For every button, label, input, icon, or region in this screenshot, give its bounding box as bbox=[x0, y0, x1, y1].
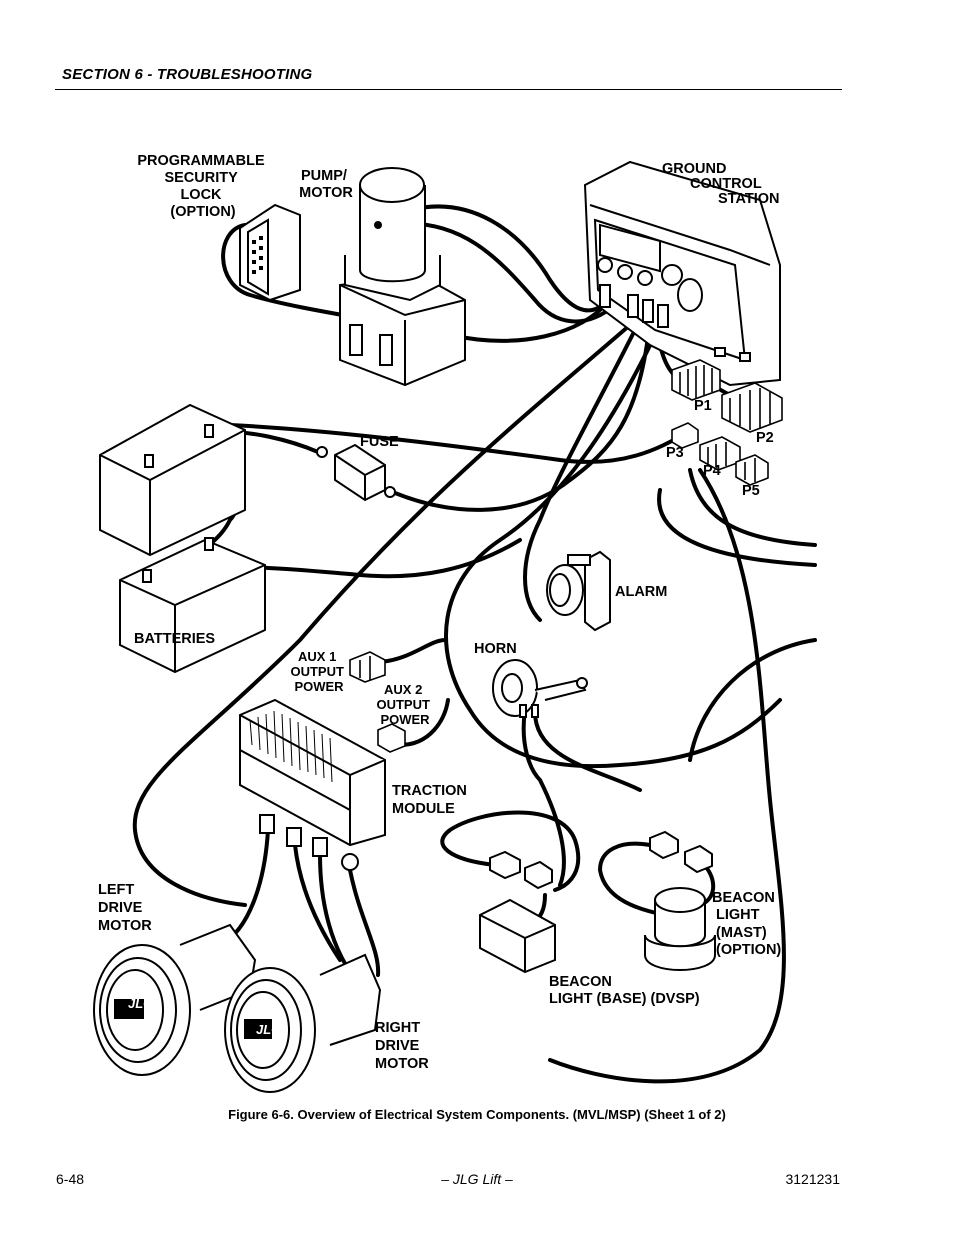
traction-module-icon bbox=[239, 698, 386, 871]
label-p5: P5 bbox=[742, 483, 760, 499]
aux2-connector-icon bbox=[377, 723, 406, 753]
page-number: 6-48 bbox=[56, 1171, 85, 1187]
label-aux2: AUX 2 OUTPUT POWER bbox=[376, 682, 433, 727]
label-fuse: FUSE bbox=[360, 434, 399, 450]
label-right-drive-motor: RIGHT DRIVE MOTOR bbox=[375, 1020, 429, 1072]
label-p2: P2 bbox=[756, 430, 774, 446]
label-p3: P3 bbox=[666, 445, 684, 461]
label-beacon-base: BEACON LIGHT (BASE) (DVSP) bbox=[549, 974, 700, 1007]
fuse-icon bbox=[316, 443, 396, 502]
label-p4: P4 bbox=[703, 463, 721, 479]
label-security-lock: PROGRAMMABLE SECURITY LOCK (OPTION) bbox=[137, 153, 268, 220]
label-beacon-mast: BEACON LIGHT (MAST) (OPTION) bbox=[712, 890, 781, 958]
header-rule bbox=[55, 89, 842, 90]
label-batteries: BATTERIES bbox=[134, 631, 215, 647]
connector-p3-icon bbox=[671, 422, 699, 449]
label-alarm: ALARM bbox=[615, 584, 667, 600]
label-p1: P1 bbox=[694, 398, 712, 414]
connector-p5-icon bbox=[735, 454, 769, 486]
right-drive-motor-icon bbox=[224, 953, 382, 1093]
footer-brand: – JLG Lift – bbox=[441, 1171, 513, 1187]
aux1-connector-icon bbox=[349, 651, 386, 683]
p-connectors bbox=[671, 359, 783, 486]
pump-motor-icon bbox=[339, 167, 466, 387]
right-motor-logo: JLG bbox=[256, 1022, 281, 1037]
label-ground-control-station: GROUND CONTROL STATION bbox=[662, 161, 779, 207]
section-header: SECTION 6 - TROUBLESHOOTING bbox=[62, 66, 313, 83]
label-aux1: AUX 1 OUTPUT POWER bbox=[290, 649, 347, 694]
label-horn: HORN bbox=[474, 641, 517, 657]
beacon-mast-icon bbox=[644, 830, 716, 971]
batteries-icon bbox=[99, 403, 266, 674]
document-number: 3121231 bbox=[785, 1171, 840, 1187]
ground-control-station-icon bbox=[583, 160, 781, 387]
horn-icon bbox=[492, 659, 588, 718]
connector-p2-icon bbox=[721, 382, 783, 433]
beacon-base-icon bbox=[479, 850, 556, 974]
component-labels: PROGRAMMABLE SECURITY LOCK (OPTION) PUMP… bbox=[98, 153, 781, 1072]
figure-caption: Figure 6-6. Overview of Electrical Syste… bbox=[228, 1107, 726, 1122]
connector-p1-icon bbox=[671, 359, 721, 401]
label-left-drive-motor: LEFT DRIVE MOTOR bbox=[98, 882, 152, 934]
label-traction-module: TRACTION MODULE bbox=[392, 783, 471, 817]
label-pump-motor: PUMP/ MOTOR bbox=[299, 168, 353, 201]
alarm-icon bbox=[546, 550, 611, 632]
security-lock-keypad-icon bbox=[239, 203, 301, 302]
left-motor-logo: JLG bbox=[128, 996, 153, 1011]
